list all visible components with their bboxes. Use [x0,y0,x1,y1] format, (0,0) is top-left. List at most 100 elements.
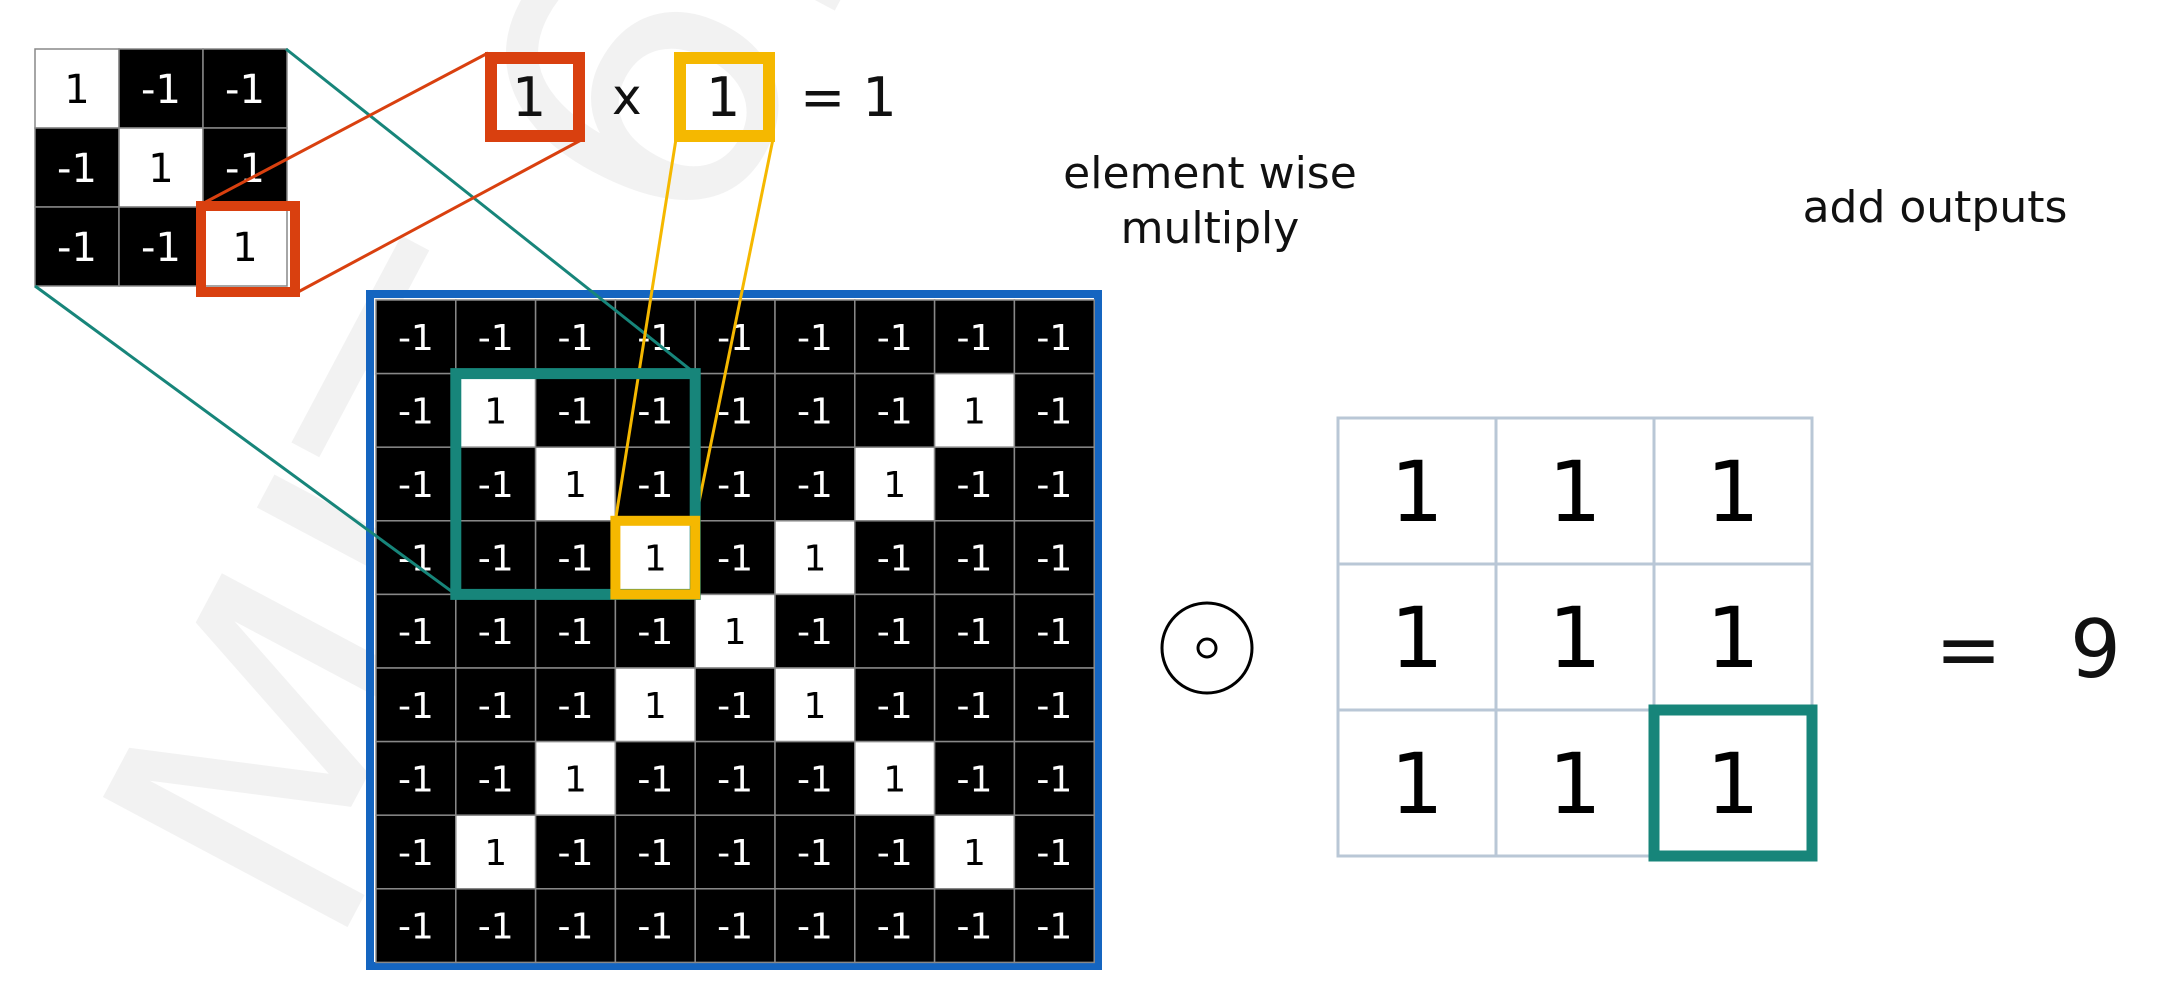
image-cell-value: -1 [957,759,993,800]
image-cell [534,740,617,816]
kernel-cell-value: 1 [148,146,173,192]
image-cell-value: -1 [637,907,673,948]
image-cell [1013,593,1095,669]
image-cell-value: -1 [957,539,993,580]
product-cell [1336,562,1498,712]
product-cell [1652,416,1814,566]
image-cell [1013,667,1095,743]
image-cell [534,667,617,743]
product-cell-value: 1 [1390,589,1443,687]
kernel-cell-value: -1 [141,225,181,271]
image-cell-value: -1 [957,318,993,359]
image-cell [854,520,936,596]
image-cell [694,520,776,596]
product-cell [1494,708,1656,858]
image-cell [455,299,537,375]
image-cell-value: -1 [478,539,514,580]
image-cell-value: -1 [558,612,594,653]
image-cell-value: -1 [1036,833,1072,874]
image-cell-value: -1 [797,612,833,653]
kernel-cell [34,48,120,129]
image-cell-value: -1 [1036,907,1072,948]
product-cell-value: 1 [1390,735,1443,833]
product-cell [1336,416,1498,566]
image-cell [774,299,856,375]
image-cell [933,667,1016,743]
image-cell-value: -1 [797,318,833,359]
image-cell-value: -1 [877,612,913,653]
image-cell-value: -1 [797,907,833,948]
element-wise-line2: multiply [1120,203,1300,254]
sum-equals: = [1935,603,2003,696]
image-cell-value: -1 [1036,612,1072,653]
image-cell-value: -1 [797,833,833,874]
image-connector-line [693,138,775,522]
image-cell [694,888,776,964]
kernel-cell-value: -1 [225,146,265,192]
image-cell [933,740,1016,816]
image-cell-value: -1 [398,833,434,874]
image-cell-value: -1 [1036,759,1072,800]
image-cell-value: -1 [637,833,673,874]
kernel-cell-value: -1 [141,67,181,113]
image-cell [1013,372,1095,448]
kernel-cell-value: 1 [232,225,257,271]
image-cell-value: -1 [877,686,913,727]
image-cell-value: -1 [478,759,514,800]
equation-left: 1 [512,66,547,129]
image-cell-value: 1 [803,539,826,580]
image-cell-value: -1 [398,318,434,359]
image-cell [534,520,617,596]
image-cell-value: 1 [564,465,587,506]
image-cell [933,593,1016,669]
image-cell-value: -1 [398,612,434,653]
kernel-cell [118,206,204,287]
image-connector-line [613,138,678,522]
image-cell-value: -1 [558,318,594,359]
image-cell [455,814,537,890]
highlight-overlay [34,47,1818,862]
product-cell-value: 1 [1706,735,1759,833]
product-cell-value: 1 [1548,735,1601,833]
hadamard-operator-icon [1160,601,1254,695]
image-cell [455,740,537,816]
image-cell-value: -1 [717,465,753,506]
image-cell [933,299,1016,375]
input-image-grid: -1 -1 -1 -1 -1 -1 -1 -1 -1 -1 1 -1 -1 -1 -1 -1 1 -1 -1 -1 1 -… [366,290,1102,970]
image-cell-value: 1 [484,391,507,432]
equation-times: x [612,68,642,126]
image-cell-value: 1 [484,833,507,874]
image-cell-value: -1 [1036,465,1072,506]
image-cell [375,888,457,964]
product-cell-value: 1 [1548,589,1601,687]
kernel-connector-line [199,51,489,207]
image-cell-value: -1 [957,907,993,948]
image-cell-value: -1 [637,465,673,506]
image-cell [534,372,617,448]
image-cell [614,888,696,964]
image-cell-value: -1 [877,833,913,874]
product-cell [1652,562,1814,712]
equation-right: 1 [706,66,741,129]
image-cell-value: -1 [478,686,514,727]
kernel-cell-value: 1 [64,67,89,113]
image-cell-value: 1 [803,686,826,727]
kernel-cell-value: -1 [57,146,97,192]
image-cell-value: 1 [644,539,667,580]
image-cell-value: -1 [1036,539,1072,580]
image-value-highlight [674,52,775,142]
sum-value: 9 [2070,603,2121,696]
image-cell-value: -1 [717,907,753,948]
image-cell-value: -1 [558,391,594,432]
image-cell [534,593,617,669]
image-cell [854,814,936,890]
image-cell [1013,520,1095,596]
image-cell [534,814,617,890]
image-cell-value: 1 [724,612,747,653]
image-cell-value: 1 [883,759,906,800]
image-cell [694,740,776,816]
product-cell-value: 1 [1390,443,1443,541]
kernel-cell-value: -1 [57,225,97,271]
